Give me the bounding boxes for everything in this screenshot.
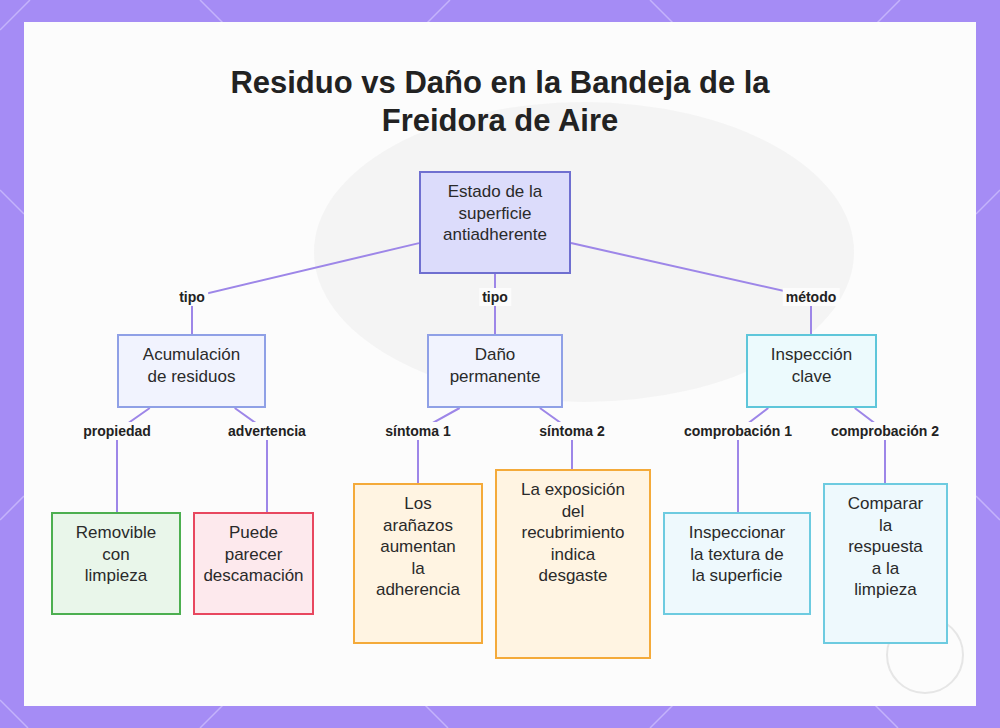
- node-text: Acumulación de residuos: [136, 344, 248, 387]
- method-box: Inspección clave: [746, 334, 877, 408]
- edge-label: síntoma 2: [536, 422, 607, 440]
- symptom-box: La exposición del recubrimiento indica d…: [495, 469, 651, 659]
- node-text: La exposición del recubrimiento indica d…: [514, 479, 632, 587]
- node-text: Removible con limpieza: [71, 522, 161, 587]
- node-text: Inspección clave: [762, 344, 862, 387]
- edge-label: advertencia: [225, 422, 309, 440]
- connector: [418, 408, 460, 483]
- category-box: Daño permanente: [427, 334, 563, 408]
- warning-box: Puede parecer descamación: [193, 512, 314, 615]
- edge-label: comprobación 1: [681, 422, 795, 440]
- node-text: Comparar la respuesta a la limpieza: [846, 493, 926, 601]
- edge-label: tipo: [479, 288, 511, 306]
- edge-label: método: [783, 288, 840, 306]
- connector: [855, 408, 885, 483]
- connector-line: [855, 408, 885, 483]
- node-text: Puede parecer descamación: [201, 522, 306, 587]
- root-box: Estado de la superficie antiadherente: [419, 171, 571, 274]
- connector-line: [192, 243, 419, 334]
- symptom-box: Los arañazos aumentan la adherencia: [353, 483, 483, 644]
- node-text: Inspeccionar la textura de la superficie: [682, 522, 792, 587]
- edge-label: propiedad: [80, 422, 154, 440]
- node-text: Los arañazos aumentan la adherencia: [373, 493, 463, 601]
- edge-label: comprobación 2: [828, 422, 942, 440]
- title-wrap: Residuo vs Daño en la Bandeja de la Frei…: [200, 64, 800, 140]
- check-box: Comparar la respuesta a la limpieza: [823, 483, 948, 644]
- edge-label: síntoma 1: [382, 422, 453, 440]
- node-text: Estado de la superficie antiadherente: [436, 181, 554, 246]
- connector: [192, 243, 419, 334]
- check-box: Inspeccionar la textura de la superficie: [663, 512, 811, 615]
- connector: [571, 243, 811, 334]
- node-text: Daño permanente: [448, 344, 543, 387]
- category-box: Acumulación de residuos: [117, 334, 266, 408]
- connector-line: [571, 243, 811, 334]
- property-box: Removible con limpieza: [51, 512, 181, 615]
- diagram-title: Residuo vs Daño en la Bandeja de la Frei…: [220, 64, 780, 140]
- connector-line: [418, 408, 460, 483]
- edge-label: tipo: [176, 288, 208, 306]
